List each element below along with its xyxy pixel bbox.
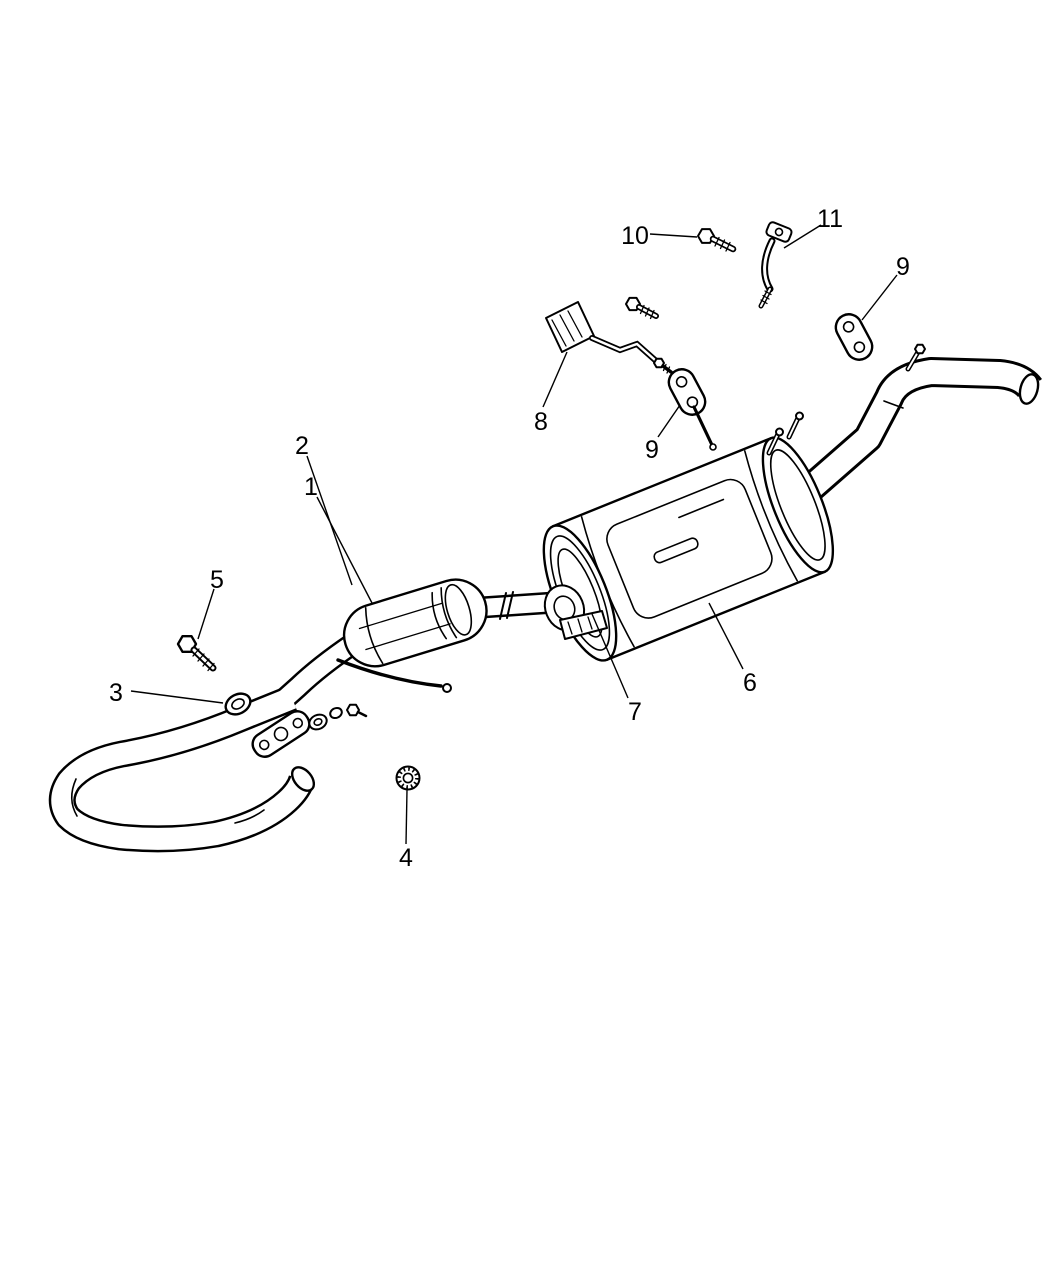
converter-support-rod <box>336 658 452 693</box>
callout-6[interactable]: 6 <box>743 669 757 697</box>
callouts: 1 2 3 4 5 6 7 8 9 9 10 11 <box>109 205 910 872</box>
leader-line-7 <box>591 613 629 699</box>
tailpipe-stud <box>905 343 926 372</box>
muffler-hanger-studs <box>766 411 804 456</box>
leader-line-4 <box>405 789 408 845</box>
leader-line-9-rear <box>861 274 898 321</box>
mounting-bolt <box>697 228 737 253</box>
hanger-rod <box>758 221 793 309</box>
callout-2[interactable]: 2 <box>295 432 309 460</box>
pipe-open-end <box>290 766 316 792</box>
pipe-flange <box>251 710 311 758</box>
callout-9-front[interactable]: 9 <box>645 436 659 464</box>
callout-11[interactable]: 11 <box>817 205 843 233</box>
leader-line-3 <box>130 690 224 704</box>
tailpipe-weld-seam <box>883 400 904 409</box>
flange-bolt <box>176 635 217 672</box>
washer-ring-small <box>329 706 343 720</box>
callout-3[interactable]: 3 <box>109 679 123 707</box>
insulator-hanger-front <box>667 368 717 451</box>
washer-ring-large <box>308 713 328 731</box>
leader-line-2 <box>306 455 353 586</box>
catalytic-converter <box>342 578 488 668</box>
head-pipe-loop <box>48 633 361 853</box>
plug-bolt <box>346 703 368 718</box>
pipe-clamp <box>499 592 507 620</box>
retainer-nut <box>395 765 421 791</box>
leader-line-10 <box>649 233 698 238</box>
leader-line-11 <box>783 224 822 249</box>
support-bracket <box>545 301 673 374</box>
leader-line-6 <box>708 602 744 670</box>
muffler-shield-panel <box>606 478 773 619</box>
callout-10[interactable]: 10 <box>621 222 649 250</box>
callout-7[interactable]: 7 <box>628 698 642 726</box>
pipe-clamp <box>506 591 514 619</box>
bracket-bolt <box>625 296 659 320</box>
callout-1[interactable]: 1 <box>304 473 318 501</box>
inlet-bracket <box>559 610 608 640</box>
leader-line-5 <box>197 588 215 640</box>
callout-8[interactable]: 8 <box>534 408 548 436</box>
leader-line-8 <box>542 351 568 408</box>
leader-lines <box>130 224 898 845</box>
flange-gasket-ring <box>224 692 252 716</box>
insulator-hanger-rear <box>834 313 874 361</box>
muffler-slot <box>653 537 699 564</box>
callout-9-rear[interactable]: 9 <box>896 253 910 281</box>
leader-line-1 <box>316 496 373 604</box>
callout-5[interactable]: 5 <box>210 566 224 594</box>
pipe-bend-seam <box>70 778 78 817</box>
exhaust-tip <box>1018 373 1040 405</box>
tailpipe <box>778 343 1042 520</box>
pipe-bend-seam <box>234 809 265 824</box>
leader-line-9-front <box>657 404 681 438</box>
callout-4[interactable]: 4 <box>399 844 413 872</box>
